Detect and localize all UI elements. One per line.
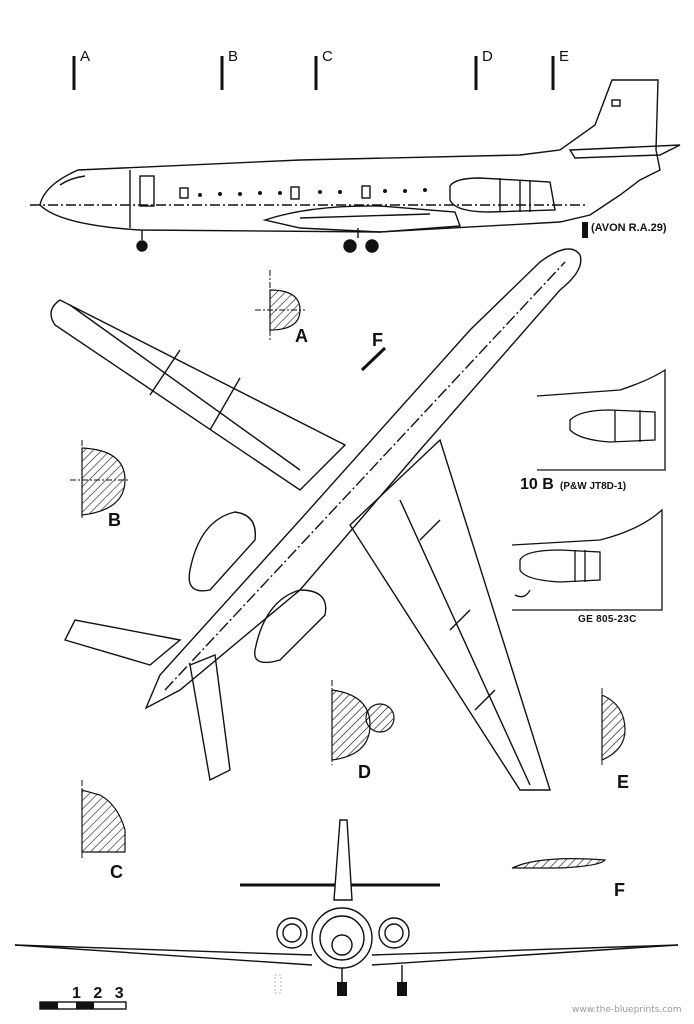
watermark: www.the-blueprints.com [572, 1005, 682, 1015]
section-marker-c-top: C [322, 48, 333, 65]
section-marker-b-top: B [228, 48, 239, 65]
scale-bar-label: 1 2 3 [72, 985, 128, 1002]
section-a [255, 270, 305, 340]
section-b [70, 440, 130, 520]
variant-10b-code: 10 B [520, 476, 554, 493]
section-label-f-cut: F [372, 330, 383, 350]
section-f-airfoil [511, 858, 607, 869]
section-d [331, 680, 395, 765]
section-e [601, 688, 626, 765]
section-label-c: C [110, 862, 123, 882]
avon-marker-icon [582, 222, 588, 238]
ge-variant-label: GE 805-23C [578, 614, 637, 625]
plan-view [50, 248, 582, 791]
section-marker-e-top: E [559, 48, 570, 65]
side-view [30, 79, 681, 253]
section-label-f: F [614, 880, 625, 900]
scale-bar-graphic [39, 1001, 127, 1010]
engine-detail-ge [511, 508, 663, 611]
front-gear-ghost [274, 974, 282, 994]
section-label-d: D [358, 762, 371, 782]
section-label-e: E [617, 772, 630, 792]
engine-detail-10b [536, 368, 666, 471]
section-marker-a-top: A [80, 48, 91, 65]
section-cut-markers [72, 56, 555, 372]
front-view [14, 819, 679, 985]
section-label-a: A [295, 326, 308, 346]
front-view-gear [337, 982, 407, 996]
variant-10b-engine: (P&W JT8D-1) [560, 481, 627, 492]
avon-engine-label: (AVON R.A.29) [591, 222, 667, 234]
section-label-b: B [108, 510, 121, 530]
section-marker-d-top: D [482, 48, 493, 65]
section-c [81, 780, 126, 860]
